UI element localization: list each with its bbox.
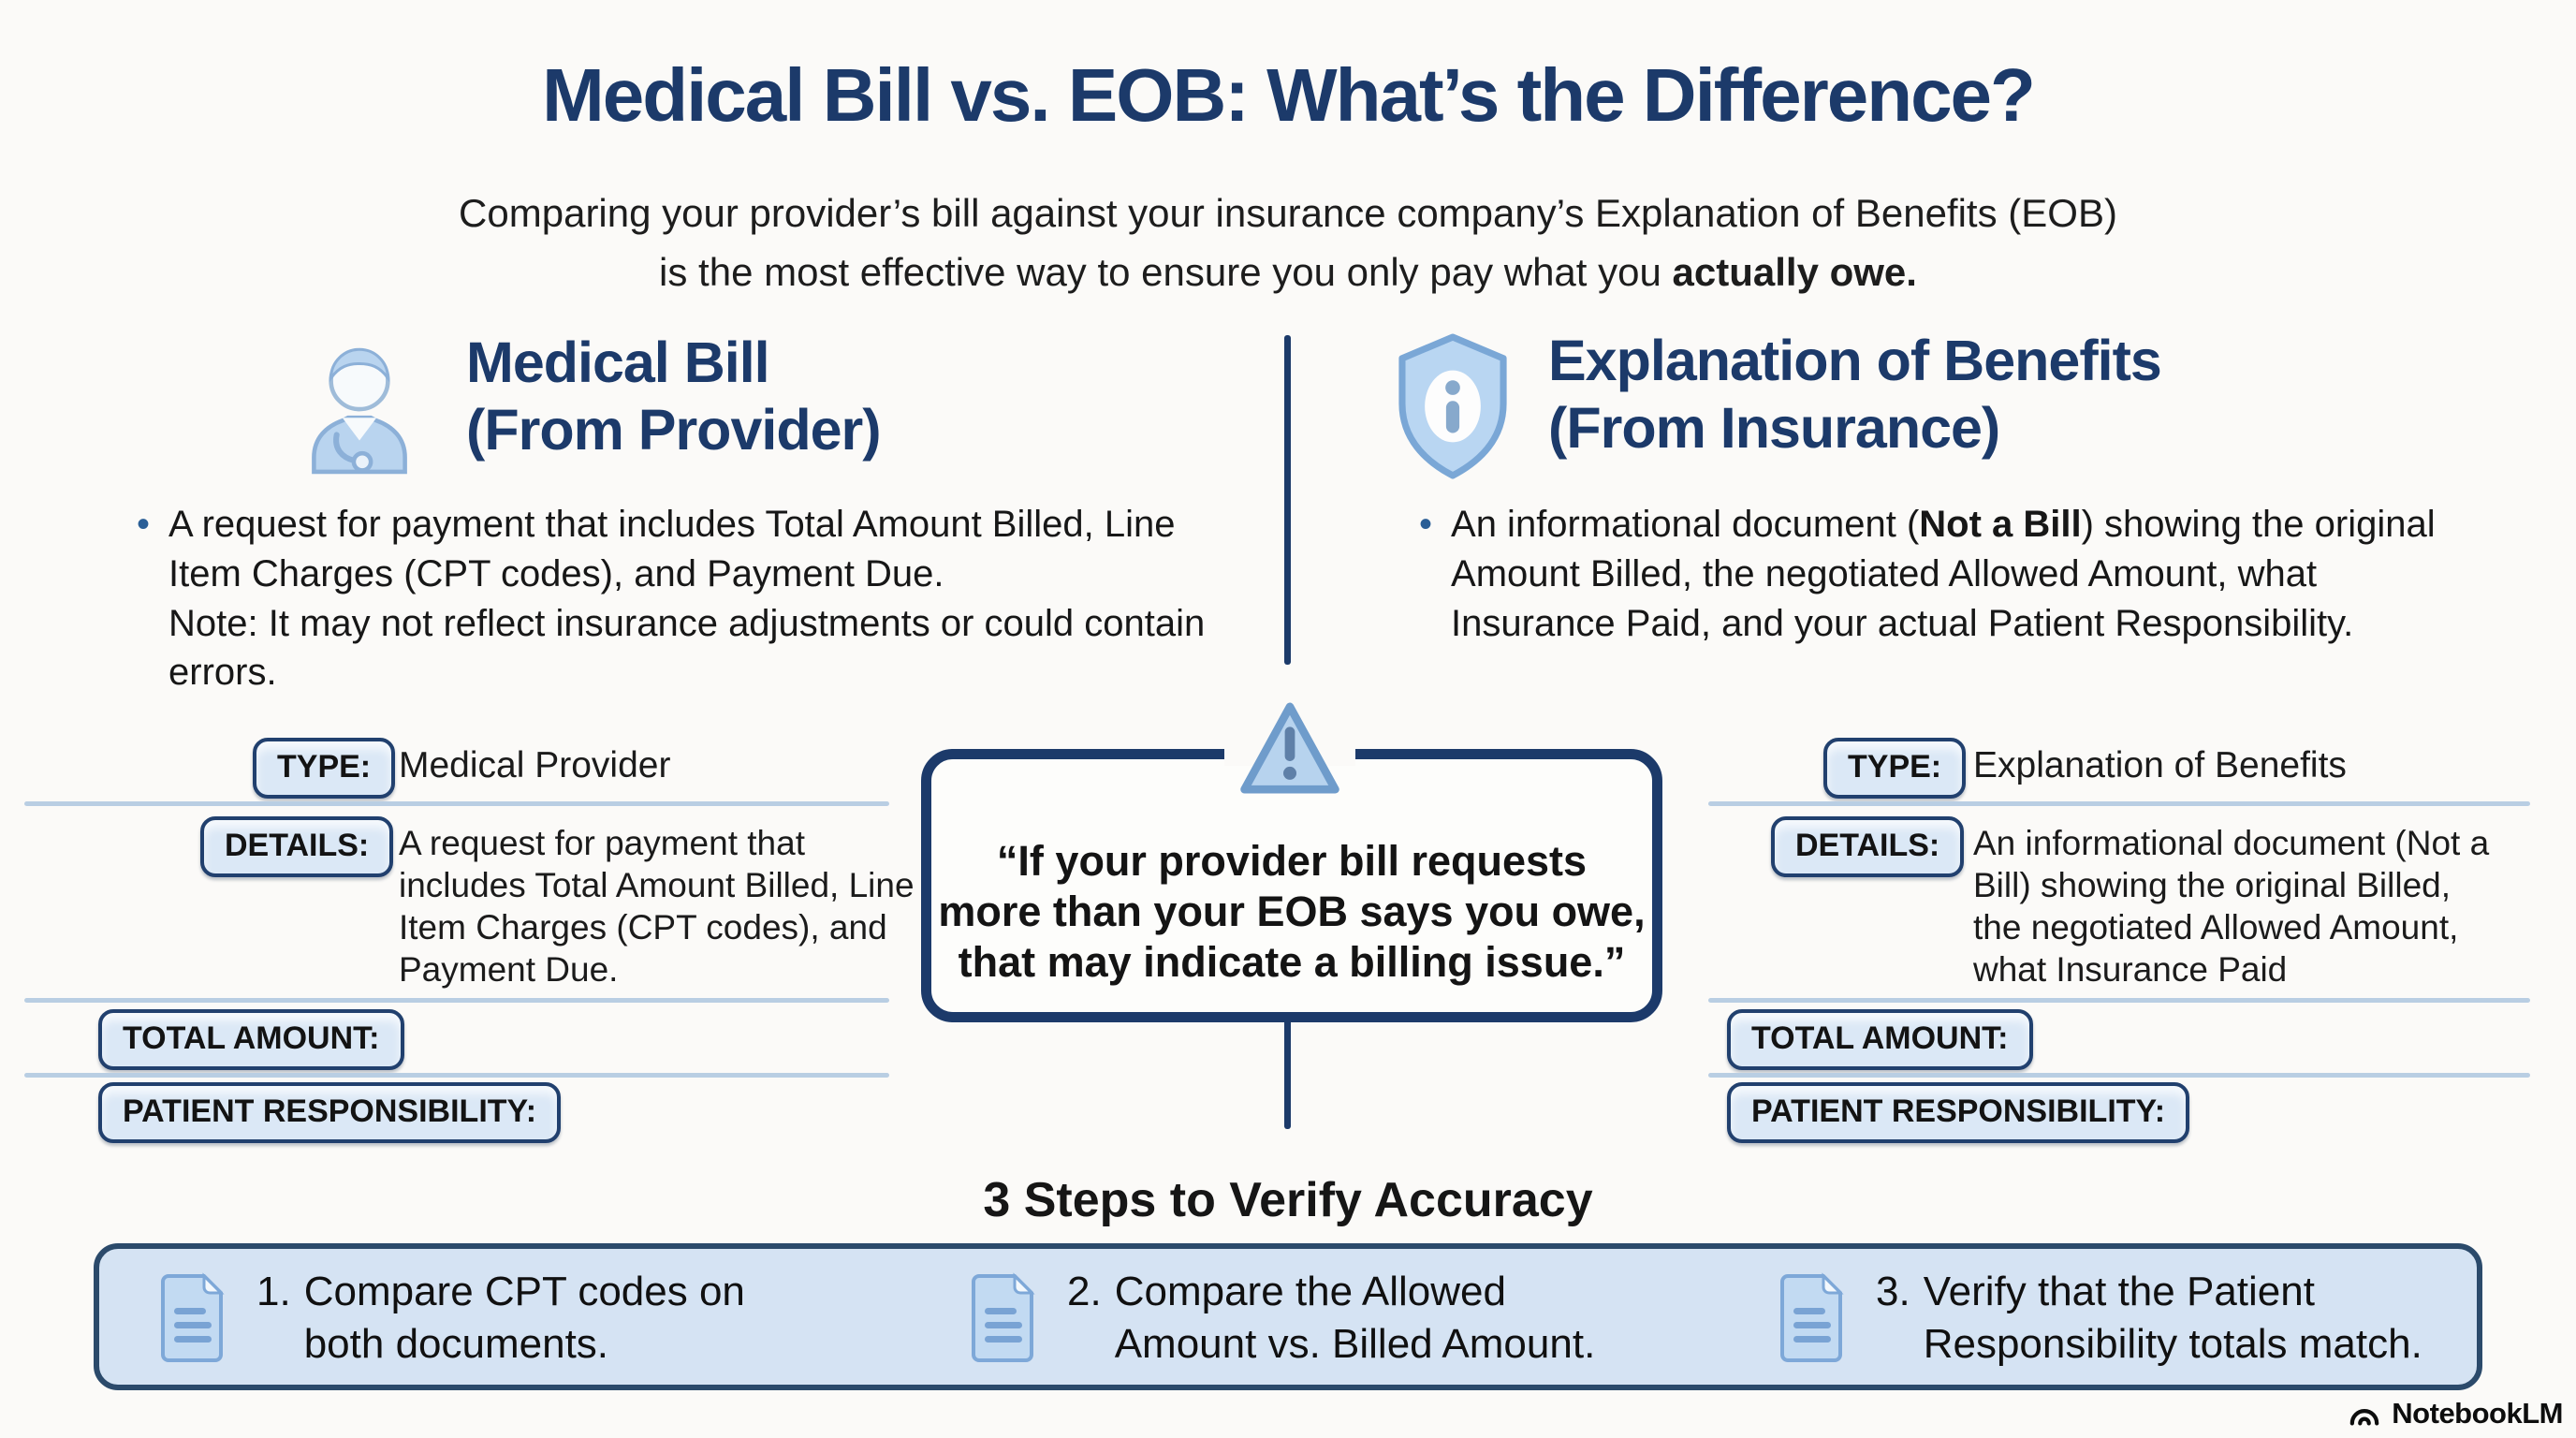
eob-bullet-text: An informational document (Not a Bill) s…: [1451, 504, 2436, 644]
medical-bill-title: Medical Bill (From Provider): [466, 330, 882, 464]
eob-total-amount-badge: TOTAL AMOUNT:: [1727, 1009, 2033, 1070]
row-divider: [1708, 801, 2530, 806]
step-2-text: 2. Compare the Allowed Amount vs. Billed…: [1067, 1269, 1596, 1367]
eob-header: Explanation of Benefits (From Insurance): [1393, 328, 2162, 485]
medical-bill-bullet-text: A request for payment that includes Tota…: [168, 504, 1206, 694]
row-divider: [1708, 1073, 2530, 1078]
step-2: 2. Compare the Allowed Amount vs. Billed…: [970, 1266, 1630, 1371]
eob-title-line2: (From Insurance): [1548, 395, 2000, 460]
medical-bill-header: Medical Bill (From Provider): [288, 330, 882, 477]
document-icon: [1778, 1272, 1848, 1364]
page-title: Medical Bill vs. EOB: What’s the Differe…: [542, 53, 2036, 137]
document-icon: [159, 1272, 228, 1364]
doctor-icon: [288, 330, 431, 477]
column-divider-top: [1284, 335, 1291, 665]
row-divider: [24, 1073, 889, 1078]
eob-type-value: Explanation of Benefits: [1973, 745, 2347, 785]
medical-bill-title-line1: Medical Bill: [466, 330, 770, 394]
row-divider: [1708, 998, 2530, 1003]
medical-bill-type-badge: TYPE:: [253, 738, 396, 799]
eob-type-badge: TYPE:: [1823, 738, 1967, 799]
row-divider: [24, 801, 889, 806]
medical-bill-details-value: A request for payment that includes Tota…: [399, 824, 915, 990]
bullet-marker: •: [1419, 504, 1433, 545]
billing-issue-callout: “If your provider bill requests more tha…: [921, 749, 1662, 1022]
step-3: 3. Verify that the Patient Responsibilit…: [1778, 1266, 2481, 1371]
medical-bill-bullet: • A request for payment that includes To…: [137, 500, 1241, 697]
medical-bill-details-badge: DETAILS:: [200, 816, 394, 877]
row-divider: [24, 998, 889, 1003]
shield-info-icon: [1393, 328, 1513, 485]
medical-bill-patient-responsibility-badge: PATIENT RESPONSIBILITY:: [98, 1082, 562, 1143]
medical-bill-title-line2: (From Provider): [466, 397, 882, 462]
eob-title-line1: Explanation of Benefits: [1548, 329, 2162, 392]
warning-triangle-icon: [1237, 698, 1342, 798]
subtitle-line2: is the most effective way to ensure you …: [659, 250, 1673, 294]
eob-bullet: • An informational document (Not a Bill)…: [1419, 500, 2481, 648]
steps-heading: 3 Steps to Verify Accuracy: [983, 1173, 1593, 1227]
step-1: 1. Compare CPT codes on both documents.: [159, 1266, 754, 1371]
eob-details-badge: DETAILS:: [1771, 816, 1965, 877]
steps-bar: [94, 1243, 2482, 1390]
brand-name: NotebookLM: [2392, 1397, 2563, 1430]
notebooklm-logo-icon: [2347, 1399, 2382, 1429]
eob-details-value: An informational document (Not a Bill) s…: [1973, 824, 2490, 990]
subtitle-line2-bold: actually owe.: [1672, 250, 1917, 294]
eob-title: Explanation of Benefits (From Insurance): [1548, 328, 2162, 462]
eob-patient-responsibility-badge: PATIENT RESPONSIBILITY:: [1727, 1082, 2190, 1143]
step-3-text: 3. Verify that the Patient Responsibilit…: [1876, 1269, 2422, 1367]
step-1-text: 1. Compare CPT codes on both documents.: [256, 1269, 745, 1367]
subtitle-line1: Comparing your provider’s bill against y…: [459, 191, 2117, 235]
medical-bill-total-amount-badge: TOTAL AMOUNT:: [98, 1009, 404, 1070]
column-divider-bottom: [1284, 1019, 1291, 1129]
document-icon: [970, 1272, 1039, 1364]
medical-bill-type-value: Medical Provider: [399, 745, 671, 785]
page-subtitle: Comparing your provider’s bill against y…: [0, 183, 2576, 301]
footer-brand: NotebookLM: [2347, 1397, 2563, 1431]
bullet-marker: •: [137, 504, 151, 545]
callout-quote: “If your provider bill requests more tha…: [938, 837, 1646, 986]
